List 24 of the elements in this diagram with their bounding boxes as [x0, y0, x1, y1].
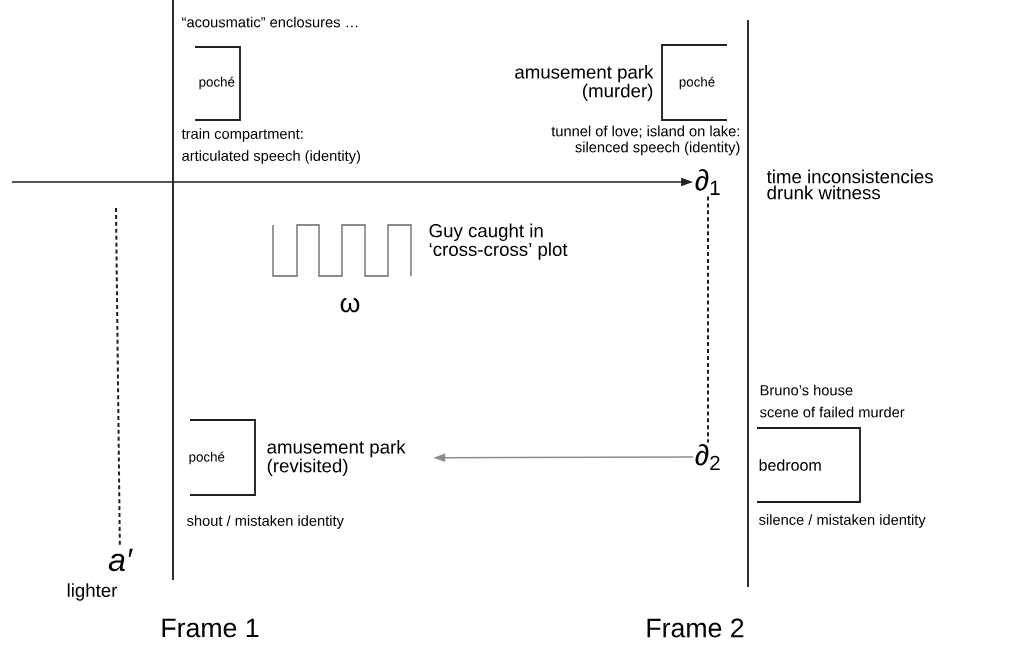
- node-label: lighter: [67, 583, 118, 601]
- heading-text: “acousmatic” enclosures …: [182, 16, 358, 28]
- node-label: articulated speech (identity): [182, 150, 360, 164]
- frame-label: Frame 1: [162, 618, 259, 638]
- symbol: ∂$_{1}$: [695, 169, 720, 195]
- symbol: a′: [108, 548, 133, 572]
- node-label: Bruno’s house: [760, 384, 853, 396]
- note-text: Guy caught in ‘cross-cross’ plot: [429, 223, 568, 260]
- node-label: tunnel of love; island on lake: silenced speech (identity): [551, 125, 740, 156]
- bracket-box: poché: [661, 44, 728, 121]
- node-label: train compartment:: [181, 128, 303, 142]
- node-label: amusement park (murder): [515, 64, 654, 102]
- text-label: amusement park (revisited): [267, 439, 406, 477]
- symbol: ∂$_{2}$: [695, 444, 720, 470]
- node-label: silence / mistaken identity: [759, 514, 926, 528]
- note-text: time inconsistencies drunk witness: [766, 169, 933, 200]
- frame-label: Frame 2: [647, 618, 744, 638]
- bracket-box: poché: [189, 419, 256, 496]
- omega-symbol: ω: [340, 297, 360, 313]
- bracket-box: bedroom: [756, 427, 861, 503]
- node-label: scene of failed murder: [760, 406, 905, 418]
- dotted-line: [707, 195, 709, 444]
- node-label: shout / mistaken identity: [187, 515, 344, 529]
- bracket-box: poché: [194, 46, 241, 121]
